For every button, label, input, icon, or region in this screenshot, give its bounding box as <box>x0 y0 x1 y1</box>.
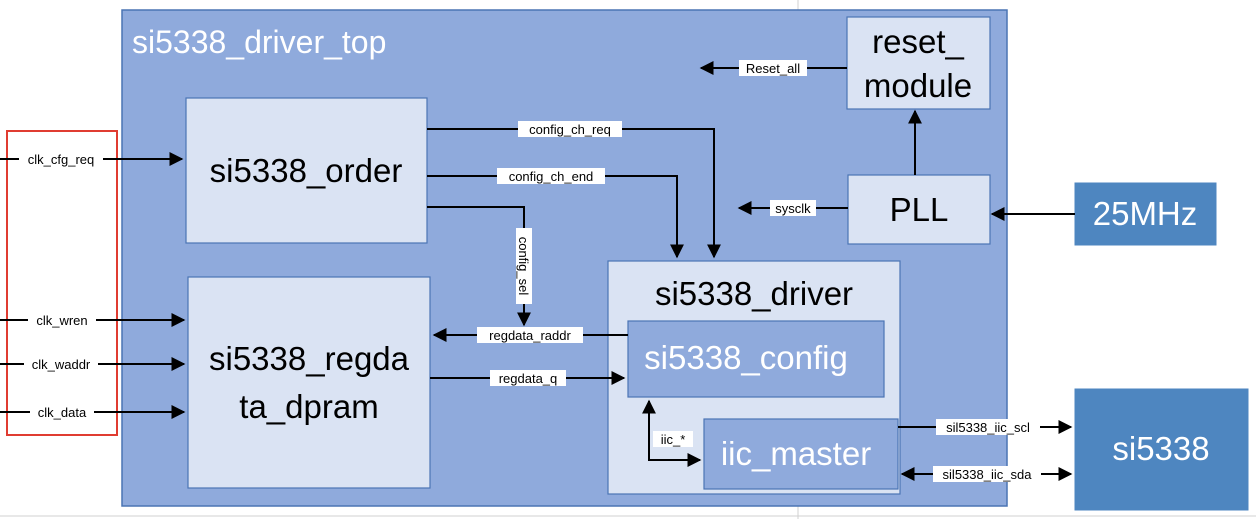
pll-block <box>847 174 991 245</box>
iic-bus-label: iic_* <box>661 432 686 447</box>
si5338-chip-label: si5338 <box>1112 430 1209 467</box>
clk-data-label-bg <box>30 404 94 420</box>
top-module-title: si5338_driver_top <box>132 24 386 60</box>
config-ch-req-label: config_ch_req <box>529 122 611 137</box>
clk-wren-label: clk_wren <box>36 313 87 328</box>
config-ch-end-label-bg <box>497 168 605 184</box>
clk-data-label: clk_data <box>38 405 87 420</box>
regdata-raddr-label: regdata_raddr <box>489 328 571 343</box>
clk-waddr-label: clk_waddr <box>32 357 91 372</box>
config-ch-req-label-bg <box>518 121 622 137</box>
reset-module-label-line2: module <box>864 67 972 104</box>
si5338-chip-block <box>1074 388 1249 511</box>
sysclk-label: sysclk <box>775 201 811 216</box>
regdata-dpram-label-line1: si5338_regda <box>209 340 410 377</box>
clock-source-label: 25MHz <box>1093 195 1198 232</box>
iic-master-block <box>703 418 899 490</box>
clk-cfg-req-label: clk_cfg_req <box>28 152 94 167</box>
si5338-order-label: si5338_order <box>210 152 403 189</box>
pll-label: PLL <box>890 191 949 228</box>
input-ports-highlight-box <box>6 130 118 436</box>
reset-module-label-line1: reset_ <box>872 23 964 60</box>
iic-bus-arrow <box>642 399 702 467</box>
clock-source-block <box>1074 182 1217 246</box>
si5338-order-block <box>185 97 428 244</box>
sysclk-label-bg <box>770 200 816 216</box>
reset-all-label: Reset_all <box>746 61 800 76</box>
reset-module-block <box>846 16 991 110</box>
config-sel-label-bg <box>516 228 532 304</box>
regdata-dpram-block <box>187 276 431 489</box>
iic-scl-label: sil5338_iic_scl <box>946 420 1030 435</box>
si5338-config-label: si5338_config <box>644 339 848 376</box>
clk-waddr-label-bg <box>24 356 98 372</box>
config-ch-end-label: config_ch_end <box>509 169 594 184</box>
iic-master-label: iic_master <box>721 435 871 472</box>
iic-scl-label-bg <box>936 419 1040 435</box>
iic-bus-label-bg <box>653 431 693 447</box>
config-sel-label: config_sel <box>516 237 531 296</box>
reset-all-label-bg <box>739 60 807 76</box>
iic-sda-label: sil5338_iic_sda <box>943 467 1033 482</box>
iic-sda-label-bg <box>933 466 1041 482</box>
regdata-dpram-label-line2: ta_dpram <box>239 388 378 425</box>
si5338-config-block <box>627 320 885 398</box>
clk-cfg-req-label-bg <box>19 151 103 167</box>
clk-wren-label-bg <box>28 312 96 328</box>
regdata-q-label: regdata_q <box>499 371 558 386</box>
regdata-raddr-label-bg <box>477 327 583 343</box>
si5338-driver-label: si5338_driver <box>655 275 853 312</box>
regdata-q-label-bg <box>490 370 566 386</box>
